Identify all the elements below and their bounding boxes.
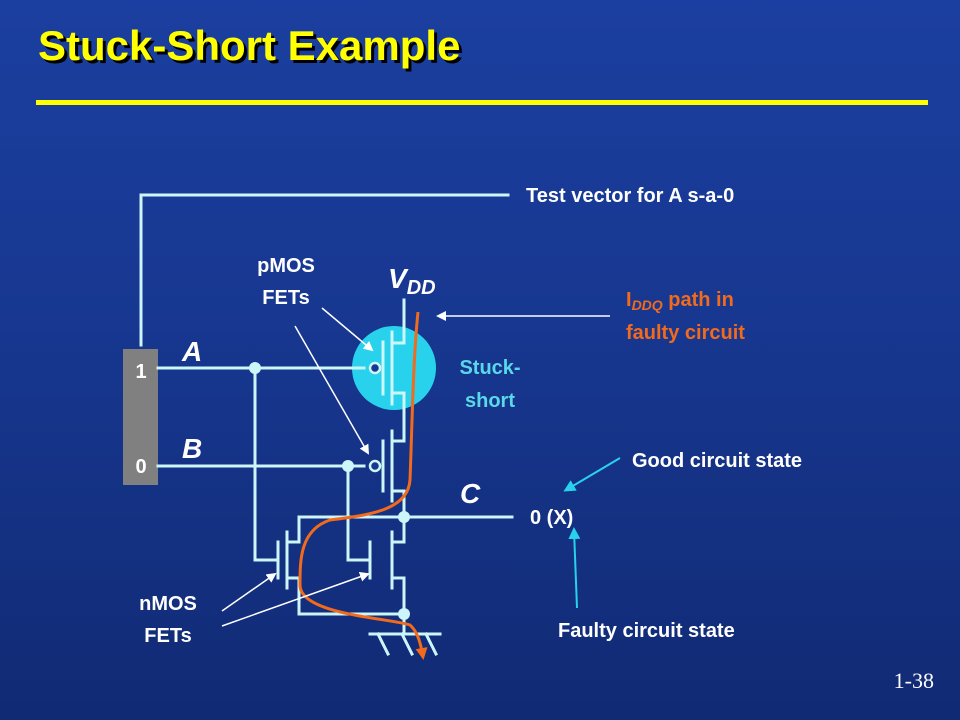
input-a-label: A	[181, 336, 202, 367]
output-c-label: C	[460, 478, 481, 509]
test-vector-label: Test vector for A s-a-0	[526, 185, 734, 207]
iddq-label-line2: faulty circuit	[626, 322, 745, 344]
vdd-label: VDD	[388, 263, 436, 299]
nmos-label-line1: nMOS	[139, 593, 197, 615]
faulty-state-pointer-arrow	[568, 527, 581, 609]
page-number: 1-38	[893, 668, 934, 693]
title-underline	[36, 100, 928, 105]
pmos-pointer-arrow-a	[321, 307, 374, 352]
vector-bit-2: 0	[135, 456, 146, 478]
pmos-a-gate-bubble	[368, 361, 382, 375]
pmos-pointer-arrow-b	[294, 325, 369, 455]
test-vector-box	[123, 349, 158, 485]
nmos-pointer-arrow-a	[221, 572, 277, 612]
stuck-short-label-line1: Stuck-	[459, 357, 520, 379]
pmos-label-line2: FETs	[262, 287, 309, 309]
output-value-label: 0 (X)	[530, 507, 573, 529]
pmos-label-line1: pMOS	[257, 255, 315, 277]
circuit-wires	[139, 193, 514, 657]
junction-dot-c	[398, 511, 410, 523]
junction-dot-b	[342, 460, 354, 472]
input-b-label: B	[182, 433, 202, 464]
nmos-label-line2: FETs	[144, 625, 191, 647]
junction-dot-ground	[398, 608, 410, 620]
junction-dot-a	[249, 362, 261, 374]
slide-title: Stuck-Short Example	[38, 22, 461, 69]
iddq-current-path	[298, 311, 428, 660]
good-state-label: Good circuit state	[632, 450, 802, 472]
good-state-pointer-arrow	[563, 457, 621, 492]
faulty-state-label: Faulty circuit state	[558, 620, 735, 642]
stuck-short-label-line2: short	[465, 390, 515, 412]
nmos-pointer-arrow-b	[221, 571, 370, 627]
vector-bit-1: 1	[135, 361, 146, 383]
iddq-label-line1: IDDQ path in	[626, 289, 734, 313]
pmos-b-gate-bubble	[368, 459, 382, 473]
